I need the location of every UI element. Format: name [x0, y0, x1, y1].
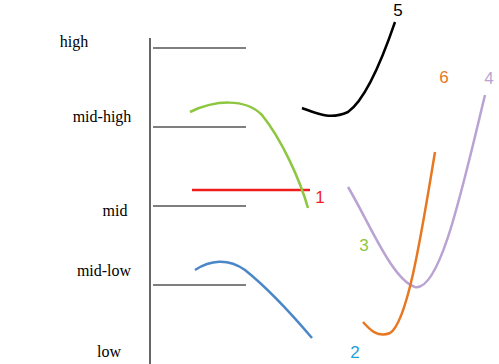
- tone-5-contour: [302, 22, 395, 116]
- tone-2-contour: [195, 262, 312, 338]
- callout-number: 5: [393, 2, 402, 19]
- level-label: mid-high: [73, 109, 132, 125]
- level-line: [153, 47, 246, 48]
- pitch-axis: [149, 38, 150, 364]
- level-line: [153, 284, 246, 285]
- tone-3-contour: [190, 103, 308, 208]
- callout-number: 1: [315, 189, 324, 206]
- level-label: high: [60, 34, 88, 50]
- level-label: low: [97, 344, 121, 360]
- level-line: [153, 205, 246, 206]
- callout-number: 3: [359, 237, 368, 254]
- level-line: [153, 126, 246, 127]
- level-label: mid: [103, 203, 128, 219]
- tone-1-contour: [192, 189, 310, 192]
- callout-number: 2: [350, 344, 359, 361]
- tone-6-contour: [363, 152, 435, 335]
- level-label: mid-low: [77, 263, 131, 279]
- callout-number: 4: [484, 70, 493, 87]
- callout-number: 6: [439, 69, 448, 86]
